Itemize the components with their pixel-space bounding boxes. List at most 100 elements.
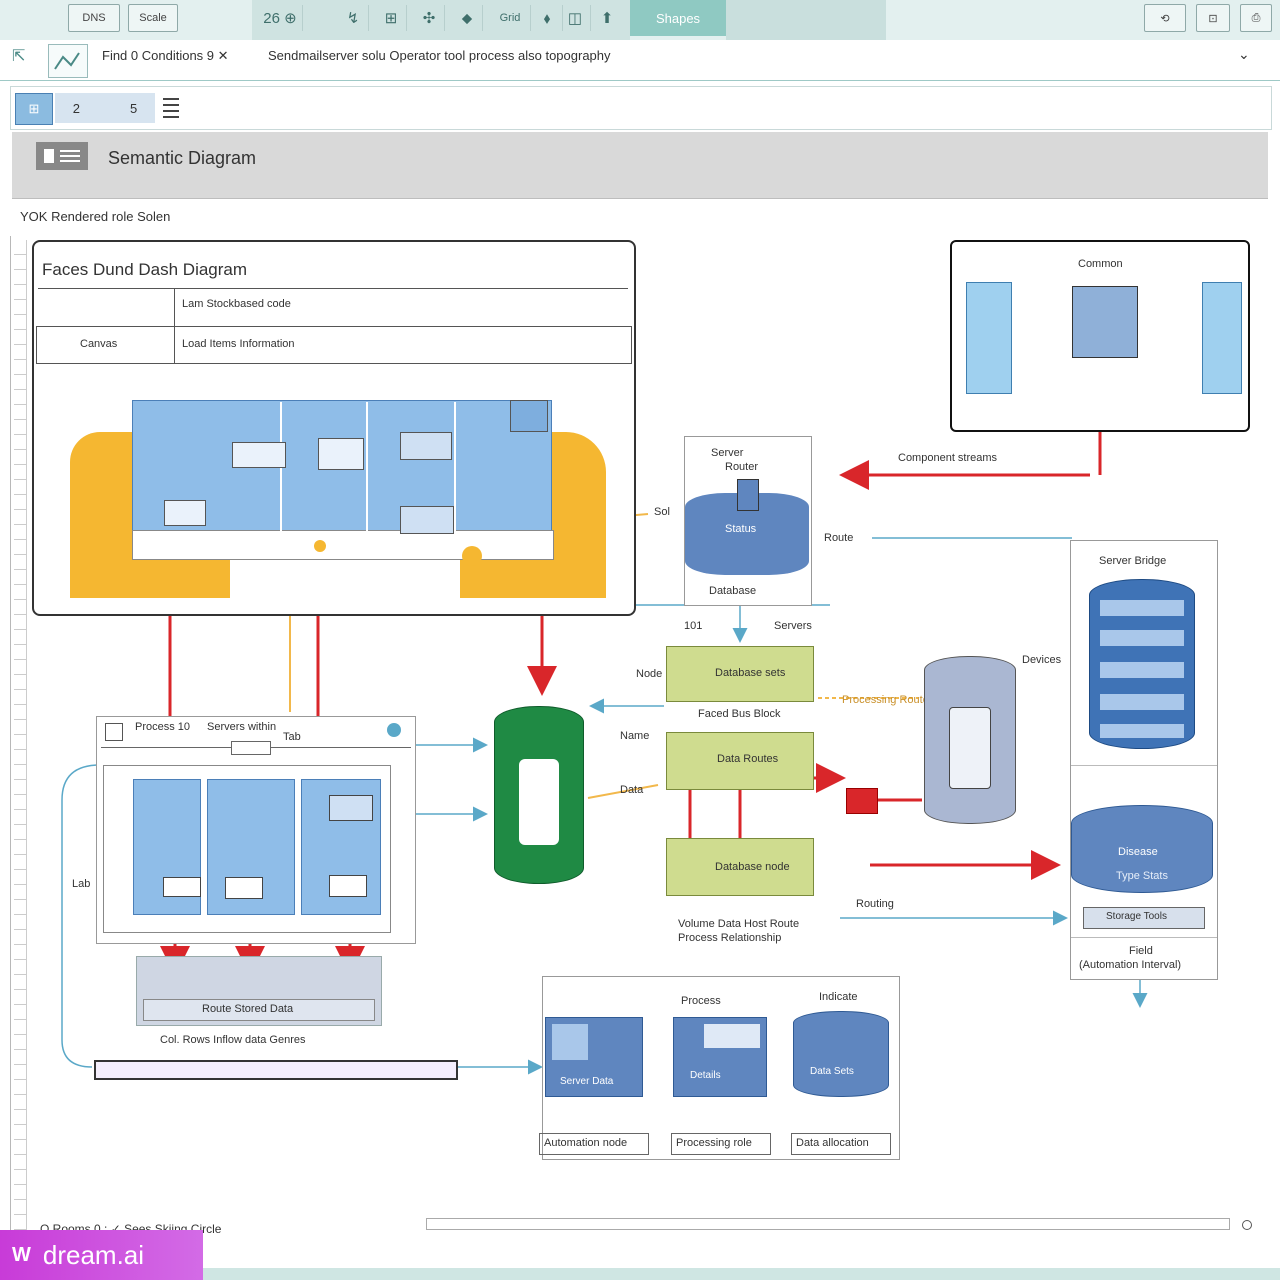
print-icon[interactable]: ⎙ xyxy=(1240,4,1272,32)
tab-pages[interactable]: 2 5 xyxy=(55,93,155,123)
watermark-logo: W dream.ai xyxy=(0,1230,203,1280)
server-label-box: Processing role xyxy=(671,1133,771,1155)
room-desk xyxy=(232,442,286,468)
connector-icon[interactable]: ↯ xyxy=(338,5,369,31)
fit-icon[interactable]: ⊡ xyxy=(1196,4,1230,32)
zoom-icon[interactable]: 26 ⊕ xyxy=(258,5,303,31)
panel-divider xyxy=(38,288,628,289)
olive-caption: Process Relationship xyxy=(678,932,782,944)
row2-text: Load Items Information xyxy=(182,338,295,350)
move-icon[interactable]: ✣ xyxy=(414,5,445,31)
server-screen xyxy=(552,1024,588,1060)
red-connector-box[interactable] xyxy=(846,788,878,814)
diagram-type-icon xyxy=(36,142,88,170)
room-desk xyxy=(329,875,367,897)
up-arrow-icon[interactable]: ⬆ xyxy=(600,10,614,27)
process-box[interactable]: Process 10 Servers within Tab xyxy=(96,716,416,944)
main-panel[interactable]: Faces Dund Dash Diagram Lam Stockbased c… xyxy=(32,240,636,616)
handle[interactable] xyxy=(231,741,271,755)
routing-label: Routing xyxy=(856,898,894,910)
server-slot xyxy=(1100,724,1184,738)
shapes-tab[interactable]: Shapes xyxy=(630,0,726,36)
col-label: 101 xyxy=(684,620,703,632)
grid-icon[interactable]: ⊞ xyxy=(376,5,407,31)
connection-node[interactable] xyxy=(462,546,482,566)
right-db-sub: Type Stats xyxy=(1116,870,1168,882)
pointer-icon[interactable]: ⇱ xyxy=(12,48,26,65)
server-row-group[interactable]: Process Indicate Server Data Details Dat… xyxy=(539,976,900,1160)
server-label: Processing role xyxy=(676,1137,752,1149)
diagram-canvas[interactable] xyxy=(10,236,1271,1260)
undo-icon[interactable]: ⟲ xyxy=(1144,4,1186,32)
olive-box-label: Data Routes xyxy=(717,753,779,765)
watermark-text: dream.ai xyxy=(42,1239,145,1270)
connection-node[interactable] xyxy=(314,540,326,552)
process-box-title: Process 10 xyxy=(135,721,191,733)
device-box xyxy=(1072,286,1138,358)
data-label: Data xyxy=(620,784,644,796)
server-group[interactable]: Server Bridge Disease Type Stats Storage… xyxy=(1070,540,1218,980)
server-unit: Data Sets xyxy=(793,1011,889,1097)
route-store-box[interactable]: Route Stored Data xyxy=(136,956,382,1026)
node-label: Node xyxy=(636,668,663,680)
wall xyxy=(280,402,282,556)
room-desk xyxy=(164,500,206,526)
room-desk xyxy=(510,400,548,432)
storage-label: Storage Tools xyxy=(1106,911,1167,922)
subheader-text: YOK Rendered role Solen xyxy=(20,209,171,224)
db1-top-label: Server xyxy=(711,447,744,459)
green-database[interactable] xyxy=(494,706,584,884)
floor-grid xyxy=(103,765,391,933)
device-panel xyxy=(949,707,991,789)
server-label: Automation node xyxy=(544,1137,628,1149)
right-caption: (Automation Interval) xyxy=(1079,959,1182,971)
room-desk xyxy=(329,795,373,821)
row2-label: Canvas xyxy=(80,338,118,350)
olive-under-label: Faced Bus Block xyxy=(698,708,781,720)
chevron-down-icon[interactable]: ⌄ xyxy=(1238,46,1250,62)
shape-icon[interactable]: ⬥ xyxy=(452,5,483,31)
route-store-field: Route Stored Data xyxy=(143,999,375,1021)
scale-button[interactable]: Scale xyxy=(128,4,178,32)
database-group[interactable]: Server Router Status Database xyxy=(684,436,812,606)
row1-text: Lam Stockbased code xyxy=(182,298,291,310)
info-icon[interactable] xyxy=(387,723,401,737)
checkbox[interactable] xyxy=(105,723,123,741)
db-plug xyxy=(737,479,759,511)
server-slot xyxy=(1100,630,1184,646)
horizontal-scrollbar[interactable] xyxy=(426,1218,1230,1230)
frame-icon[interactable]: ◫ xyxy=(560,5,591,31)
olive-box-3[interactable]: Database node xyxy=(666,838,814,896)
common-panel-title: Common xyxy=(1078,258,1123,270)
zoom-dot-icon[interactable] xyxy=(1242,1220,1252,1230)
server-stack-title: Server Bridge xyxy=(1099,555,1167,567)
olive-box-2[interactable]: Data Routes xyxy=(666,732,814,790)
grid-toggle-icon[interactable]: Grid xyxy=(490,5,531,31)
col-label: Servers xyxy=(774,620,812,632)
bottom-strip xyxy=(0,1268,1280,1280)
server-unit: Server Data xyxy=(545,1017,643,1097)
fill-icon[interactable]: ⬧ xyxy=(532,5,563,31)
olive-box-1[interactable]: Database sets xyxy=(666,646,814,702)
wall xyxy=(454,402,456,556)
title-bar: ⇱ Find 0 Conditions 9 ✕ Sendmailserver s… xyxy=(0,40,1280,81)
olive-box-label: Database node xyxy=(715,861,790,873)
diagram-thumb-icon[interactable] xyxy=(48,44,88,78)
tab-layers[interactable]: ⊞ xyxy=(15,93,53,125)
green-db-panel xyxy=(519,759,559,845)
server-label: Data allocation xyxy=(796,1137,869,1149)
common-panel[interactable]: Common xyxy=(950,240,1250,432)
device-cylinder[interactable] xyxy=(924,656,1016,824)
server-cap: Server Data xyxy=(560,1076,614,1087)
list-icon[interactable] xyxy=(161,95,181,121)
route-label: Route xyxy=(824,532,854,544)
dns-button[interactable]: DNS xyxy=(68,4,120,32)
toolbar-filler xyxy=(726,0,886,40)
right-caption: Field xyxy=(1129,945,1153,957)
server-stack xyxy=(1089,579,1195,749)
process-box-title2: Servers within xyxy=(207,721,277,733)
floor-corridor xyxy=(132,530,554,560)
main-panel-title: Faces Dund Dash Diagram xyxy=(42,260,248,279)
process-bar[interactable] xyxy=(94,1060,458,1080)
room-desk xyxy=(400,506,454,534)
